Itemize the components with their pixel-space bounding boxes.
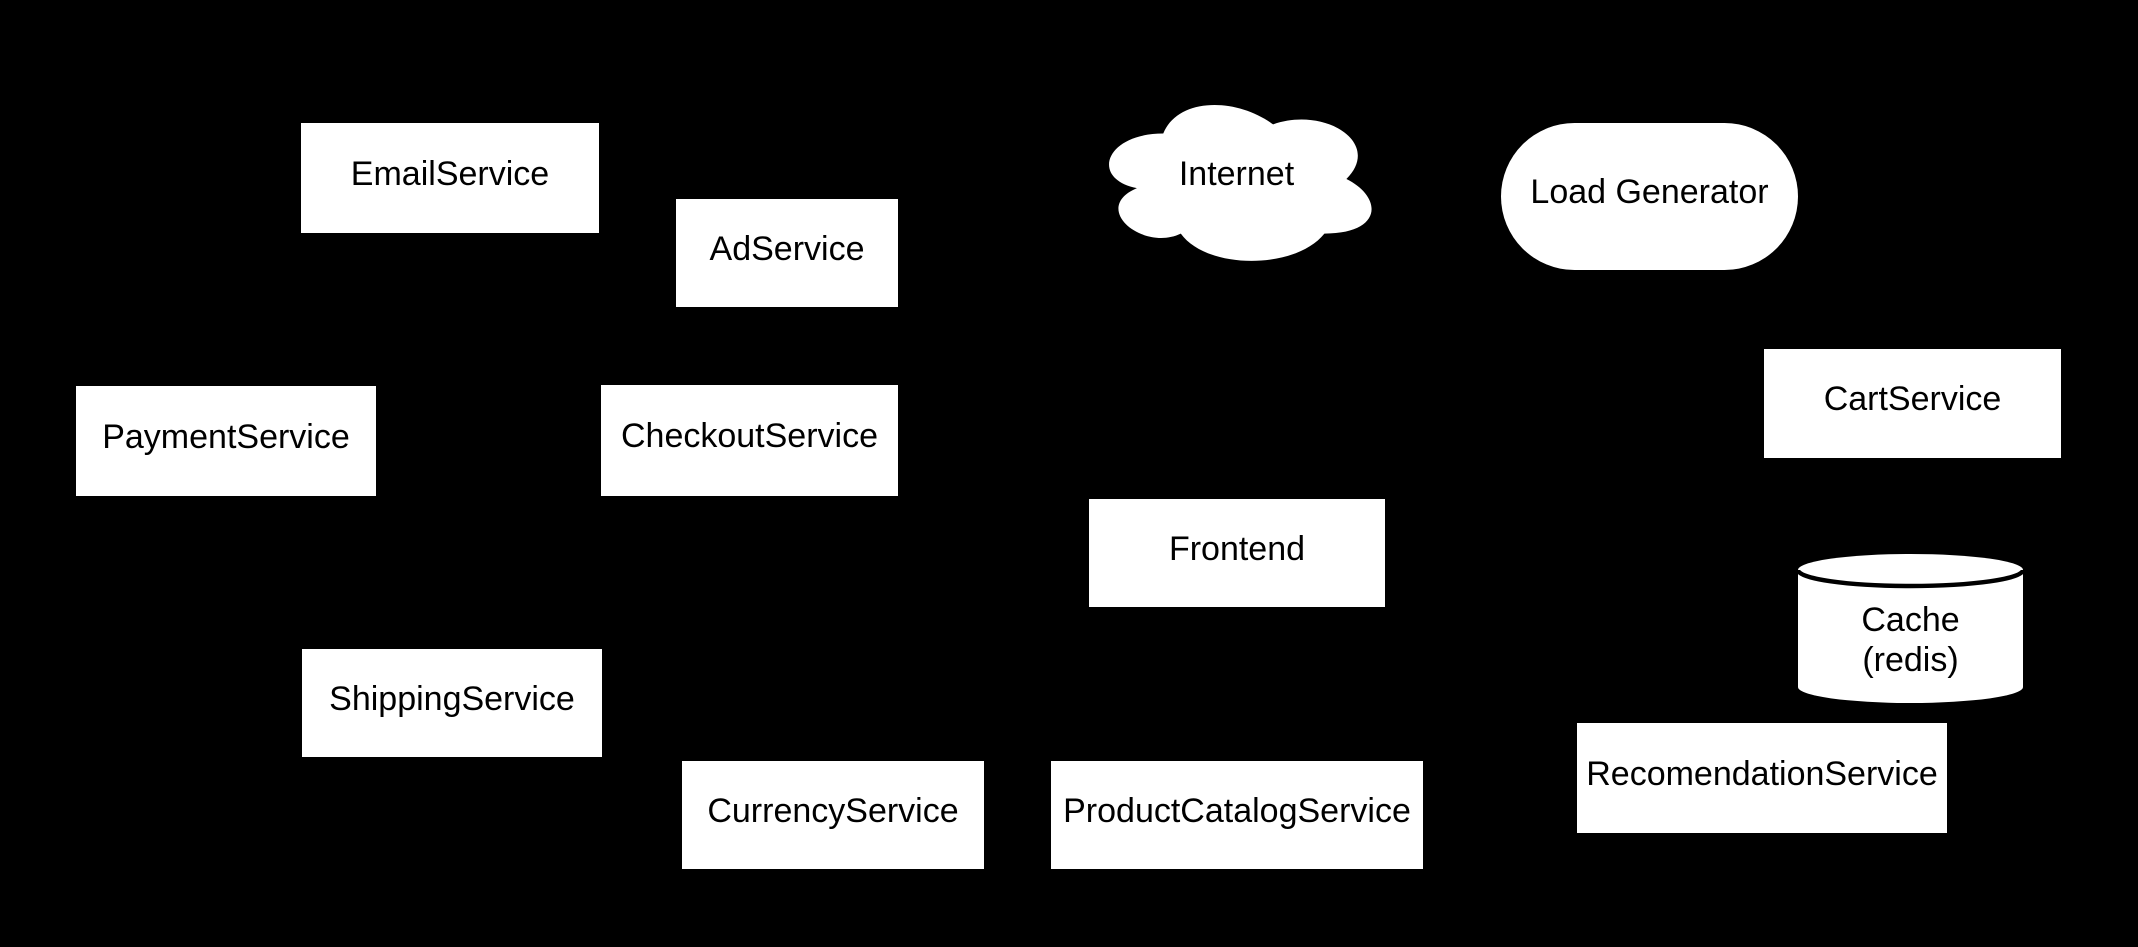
node-currencyservice-label: CurrencyService <box>707 791 959 830</box>
node-emailservice[interactable]: EmailService <box>301 123 599 233</box>
node-load-generator-label: Load Generator <box>1530 173 1769 211</box>
node-cache-redis[interactable]: Cache (redis) <box>1798 554 2023 703</box>
node-checkoutservice-label: CheckoutService <box>620 417 878 455</box>
node-cache-label-line1: Cache <box>1861 600 1960 639</box>
node-paymentservice[interactable]: PaymentService <box>76 386 376 496</box>
node-currencyservice[interactable]: CurrencyService <box>682 761 984 869</box>
node-recomendationservice[interactable]: RecomendationService <box>1577 723 1947 833</box>
cloud-shape <box>1109 104 1372 261</box>
node-load-generator[interactable]: Load Generator <box>1501 123 1798 270</box>
node-productcatalogservice-label: ProductCatalogService <box>1063 791 1411 830</box>
node-cartservice[interactable]: CartService <box>1764 349 2061 458</box>
node-frontend-label: Frontend <box>1168 529 1306 568</box>
node-internet[interactable]: Internet <box>1090 88 1383 270</box>
node-adservice[interactable]: AdService <box>676 199 898 307</box>
node-productcatalogservice[interactable]: ProductCatalogService <box>1051 761 1423 869</box>
node-shippingservice[interactable]: ShippingService <box>302 649 602 757</box>
node-internet-label: Internet <box>1178 155 1295 193</box>
node-checkoutservice[interactable]: CheckoutService <box>601 385 898 496</box>
node-shippingservice-label: ShippingService <box>329 679 575 718</box>
node-recomendationservice-label: RecomendationService <box>1586 754 1938 793</box>
node-adservice-label: AdService <box>709 229 865 268</box>
database-cylinder-shape <box>1798 554 2023 703</box>
node-paymentservice-label: PaymentService <box>102 417 350 456</box>
node-cartservice-label: CartService <box>1823 380 2002 418</box>
node-frontend[interactable]: Frontend <box>1089 499 1385 607</box>
node-emailservice-label: EmailService <box>350 154 550 193</box>
node-cache-label-line2: (redis) <box>1862 640 1959 679</box>
